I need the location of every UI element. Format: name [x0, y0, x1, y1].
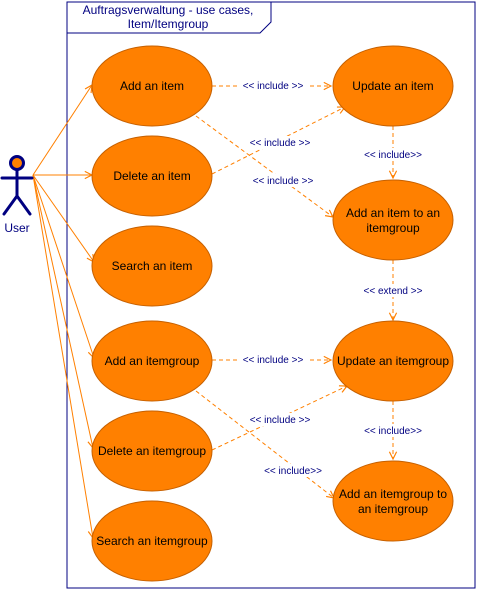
rel-delete-group-update: [211, 386, 347, 451]
label-rel-3: << include >>: [253, 176, 314, 187]
usecase-label: Search an itemgroup: [96, 534, 208, 548]
usecase-search-item[interactable]: Search an item: [91, 225, 213, 307]
label-rel-6: << include >>: [243, 355, 304, 366]
rel-add-item-addtogroup: [195, 115, 333, 217]
usecase-add-item-to-itemgroup[interactable]: Add an item to an itemgroup: [332, 179, 454, 261]
usecase-add-itemgroup[interactable]: Add an itemgroup: [91, 320, 213, 402]
assoc-search-item: [32, 174, 94, 262]
label-rel-2: << include >>: [250, 138, 311, 149]
label-rel-8: << include>>: [364, 426, 422, 437]
assoc-delete-itemgroup: [32, 174, 93, 448]
usecase-label-line1: Add an itemgroup to: [339, 487, 447, 501]
label-rel-4: << include>>: [364, 150, 422, 161]
label-rel-5: << extend >>: [364, 286, 423, 297]
usecase-label: Update an item: [352, 79, 433, 93]
actor-associations: [32, 85, 94, 538]
actor-label: User: [4, 221, 29, 235]
assoc-search-itemgroup: [32, 174, 93, 538]
usecase-label-line2: itemgroup: [366, 221, 420, 235]
stick-figure-icon: [0, 155, 34, 216]
frame-title-line2: Item/Itemgroup: [128, 17, 209, 31]
usecase-delete-item[interactable]: Delete an item: [91, 135, 213, 217]
usecase-label: Delete an item: [113, 169, 190, 183]
usecase-label-line1: Add an item to an: [346, 206, 440, 220]
usecase-update-item[interactable]: Update an item: [332, 45, 454, 127]
assoc-add-item: [32, 85, 92, 176]
use-cases: Add an item Delete an item Search an ite…: [91, 45, 454, 582]
rel-add-group-addtogroup: [195, 390, 334, 498]
usecase-delete-itemgroup[interactable]: Delete an itemgroup: [91, 410, 213, 492]
label-rel-9: << include>>: [264, 466, 322, 477]
frame-title-line1: Auftragsverwaltung - use cases,: [83, 3, 254, 17]
usecase-label: Update an itemgroup: [337, 354, 449, 368]
rel-delete-item-update: [211, 107, 345, 175]
usecase-label: Add an item: [120, 79, 184, 93]
label-rel-7: << include >>: [250, 415, 311, 426]
usecase-add-item[interactable]: Add an item: [91, 45, 213, 127]
usecase-search-itemgroup[interactable]: Search an itemgroup: [91, 500, 213, 582]
usecase-add-itemgroup-to-itemgroup[interactable]: Add an itemgroup to an itemgroup: [332, 460, 454, 542]
frame-title-tab: [66, 1, 272, 34]
usecase-update-itemgroup[interactable]: Update an itemgroup: [332, 320, 454, 402]
relation-labels: << include >> << include >> << include >…: [238, 79, 429, 477]
assoc-add-itemgroup: [32, 174, 94, 358]
usecase-label: Search an item: [112, 259, 193, 273]
usecase-label: Add an itemgroup: [105, 354, 200, 368]
label-rel-1: << include >>: [243, 81, 304, 92]
actor-user[interactable]: User: [0, 155, 34, 236]
usecase-label: Delete an itemgroup: [98, 444, 206, 458]
usecase-label-line2: an itemgroup: [358, 502, 428, 516]
